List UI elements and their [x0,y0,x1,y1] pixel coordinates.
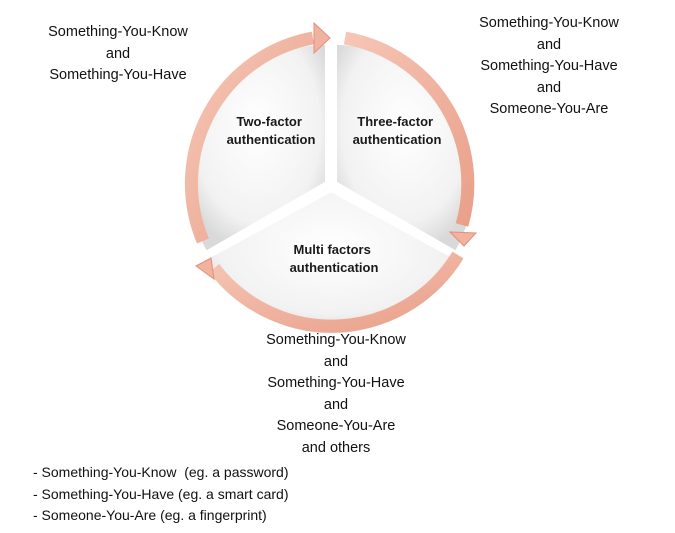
segment-multi-factor-label: Multi factors authentication [290,242,379,275]
callout-line: Something-You-Know [266,332,406,348]
callout-line: and [323,353,349,370]
callout-line: and [105,45,131,62]
legend-item: - Someone-You-Are (eg. a fingerprint) [33,507,267,523]
callout-line: Something-You-Have [480,58,618,74]
arrow-two-to-three [184,31,315,244]
callout-line: and [536,79,562,96]
factor-legend: - Something-You-Know (eg. a password) - … [33,462,289,527]
multi-factor-callout: Something-You-Know and Something-You-Hav… [256,330,416,459]
segment-two-factor-label: Two-factor authentication [227,114,316,147]
arrowhead-top-icon [313,21,331,55]
three-factor-callout: Something-You-Know and Something-You-Hav… [470,13,628,121]
arrowheads [195,21,478,281]
segment-three-factor-label: Three-factor authentication [353,114,442,147]
callout-line: and [536,36,562,53]
callout-line: and others [301,439,371,456]
legend-item: - Something-You-Have (eg. a smart card) [33,485,289,502]
callout-line: Someone-You-Are [276,418,396,434]
arrows [184,31,475,333]
arrow-multi-to-two [208,251,464,333]
arrowhead-right-icon [448,231,478,247]
callout-line: Something-You-Know [479,15,619,31]
arrowhead-left-icon [195,257,215,281]
arrow-three-to-multi [343,31,475,227]
callout-line: and [323,396,349,413]
two-factor-callout: Something-You-Know and Something-You-Hav… [38,22,198,87]
callout-line: Something-You-Know [48,24,188,40]
callout-line: Something-You-Have [49,67,187,83]
callout-line: Something-You-Have [267,375,405,391]
callout-line: Someone-You-Are [489,101,609,117]
legend-item: - Something-You-Know (eg. a password) [33,464,289,480]
